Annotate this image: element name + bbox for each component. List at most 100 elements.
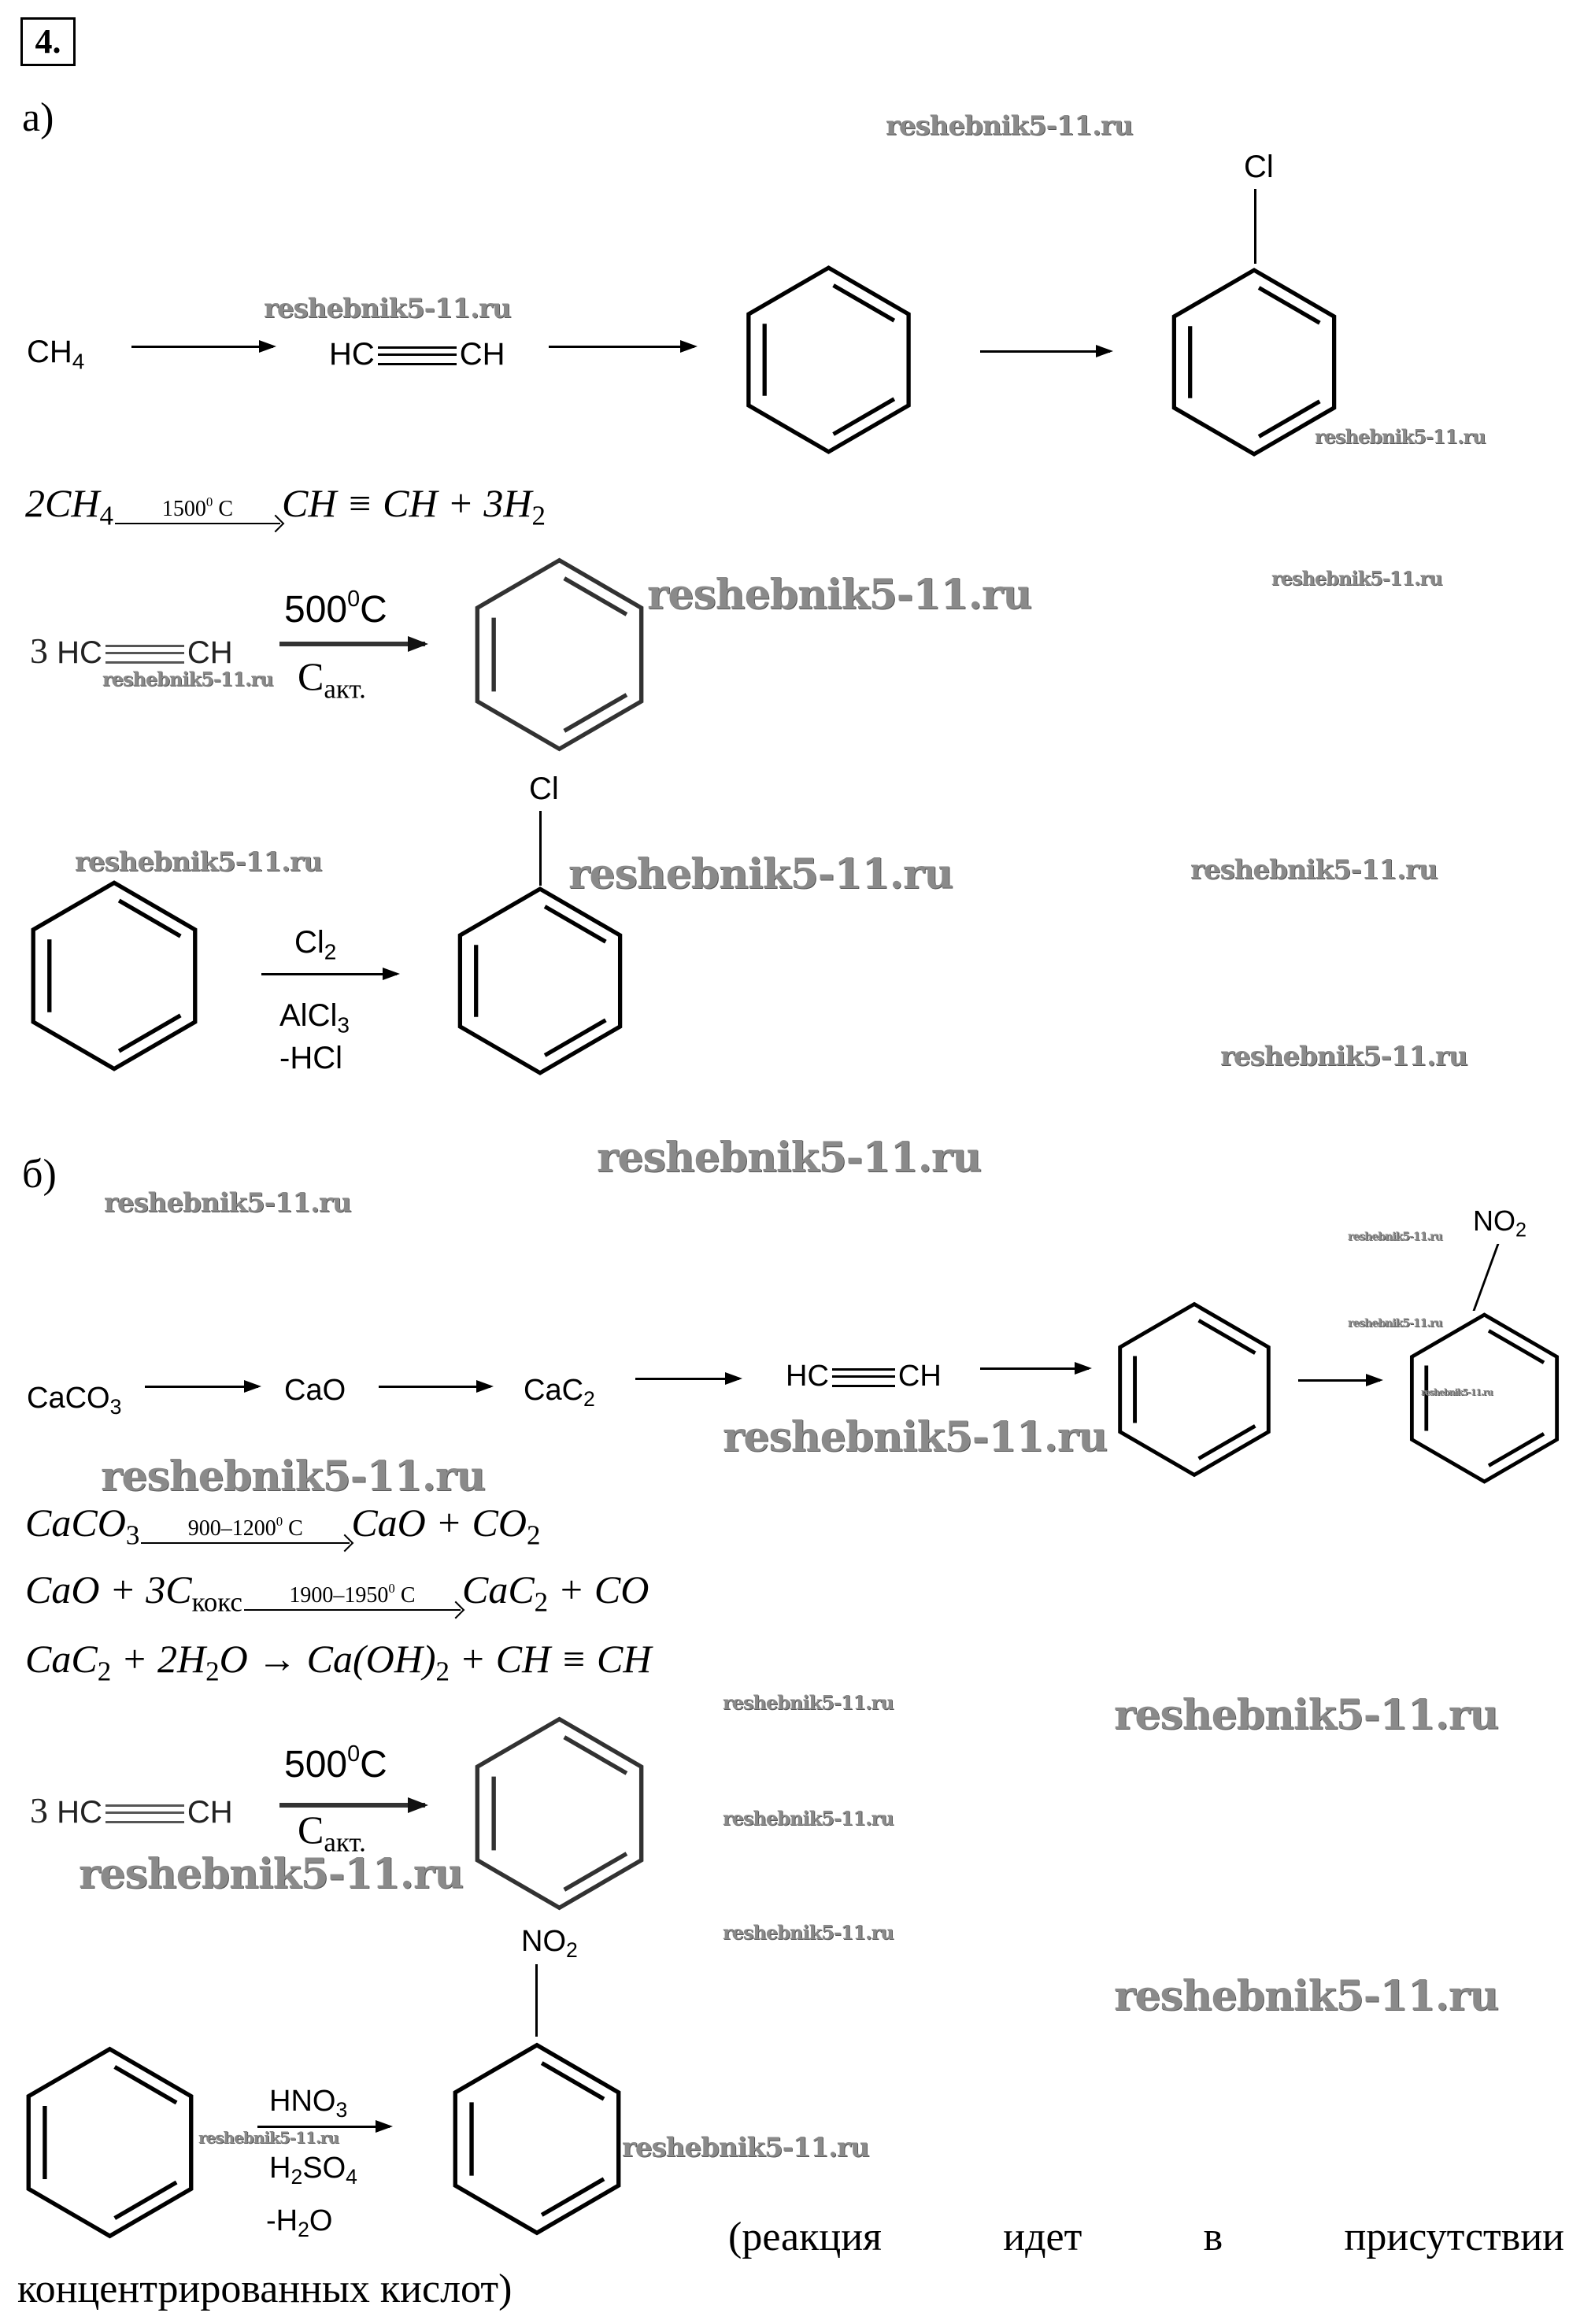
reaction-note-line2: концентрированных кислот) [17, 2267, 513, 2311]
watermark: reshebnik5-11.ru [723, 1691, 894, 1714]
watermark: reshebnik5-11.ru [1114, 1691, 1499, 1739]
watermark: reshebnik5-11.ru [597, 1134, 982, 1182]
coefficient: 3 [30, 1790, 48, 1830]
eq-condition: 1900–19500 C [289, 1581, 416, 1608]
task-number: 4. [20, 17, 76, 66]
ch-label: CH [897, 1360, 942, 1393]
caco3-formula: CaCO3 [27, 1382, 122, 1419]
reaction-arrow [145, 1380, 261, 1393]
eq-condition: 900–12000 C [187, 1514, 303, 1541]
nitro-label: NO2 [521, 1925, 578, 1962]
chlorine-label: Cl [529, 772, 559, 806]
watermark: reshebnik5-11.ru [723, 1921, 894, 1944]
ch-label: CH [187, 1795, 233, 1830]
coefficient: 3 [30, 631, 48, 671]
hc-label: HC [57, 1795, 102, 1830]
watermark: reshebnik5-11.ru [1190, 854, 1438, 886]
watermark: reshebnik5-11.ru [75, 846, 323, 878]
benzene-ring [1114, 1298, 1275, 1481]
equation-hydrolysis: CaC2 + 2H2O → Ca(OH)2 + CH ≡ CH [25, 1636, 651, 1688]
watermark: reshebnik5-11.ru [198, 2128, 339, 2147]
reaction-arrow [261, 968, 400, 980]
nitro-label: NO2 [1473, 1205, 1527, 1242]
watermark: reshebnik5-11.ru [1315, 425, 1486, 448]
reaction-arrow [279, 636, 428, 652]
triple-bond [377, 346, 457, 366]
chlorobenzene-ring [452, 883, 628, 1079]
reaction-arrow [379, 1380, 494, 1393]
condition-temperature: 5000C [284, 587, 387, 631]
byproduct-water: -H2O [266, 2204, 333, 2241]
cao-formula: CaO [284, 1374, 346, 1407]
watermark: reshebnik5-11.ru [79, 1850, 464, 1898]
watermark: reshebnik5-11.ru [886, 110, 1134, 142]
reaction-arrow [279, 1797, 428, 1813]
condition-temperature: 5000C [284, 1741, 387, 1786]
watermark: reshebnik5-11.ru [1348, 1317, 1443, 1330]
triple-bond [105, 1804, 184, 1824]
reaction-arrow [1298, 1374, 1383, 1386]
substituent-bond [1472, 1244, 1500, 1311]
watermark: reshebnik5-11.ru [723, 1413, 1108, 1461]
eq-left: CaO + 3Cкокс [25, 1567, 242, 1618]
watermark: reshebnik5-11.ru [1114, 1972, 1499, 2020]
benzene-ring [22, 2041, 198, 2244]
hc-label: HC [57, 635, 102, 670]
cac2-formula: CaC2 [524, 1374, 595, 1411]
note-word: в [1203, 2215, 1223, 2259]
note-word: (реакция [728, 2215, 882, 2259]
hc-label: HC [329, 337, 375, 372]
hc-label: HC [786, 1360, 829, 1393]
ch-label: CH [459, 337, 505, 372]
catalyst-sulfuric-acid: H2SO4 [269, 2152, 357, 2189]
benzene-ring [740, 261, 917, 458]
benzene-ring [471, 553, 648, 756]
acetylene-formula: HC CH [786, 1360, 942, 1393]
condition-catalyst: Cакт. [298, 1808, 366, 1858]
ch-label: CH [187, 635, 233, 670]
benzene-ring [471, 1712, 648, 1915]
reaction-arrow [257, 2120, 393, 2133]
eq-right: CaC2 + CO [461, 1567, 649, 1618]
watermark: reshebnik5-11.ru [102, 668, 274, 690]
trimerization-reactant: 3 HC CH [30, 630, 233, 672]
reaction-note-line1: (реакция идет в присутствии [728, 2214, 1564, 2260]
equation-carbide: CaO + 3Cкокс 1900–19500 C CaC2 + CO [25, 1567, 649, 1619]
watermark: reshebnik5-11.ru [101, 1452, 486, 1501]
nitrobenzene-ring [1406, 1308, 1563, 1488]
trimerization-reactant: 3 HC CH [30, 1789, 233, 1831]
chlorine-label: Cl [1244, 150, 1274, 184]
note-word: идет [1003, 2215, 1082, 2259]
watermark: reshebnik5-11.ru [104, 1187, 352, 1219]
substituent-bond [1254, 189, 1256, 264]
reagent-nitric-acid: HNO3 [269, 2085, 348, 2122]
byproduct-hcl: -HCl [279, 1041, 342, 1075]
watermark: reshebnik5-11.ru [723, 1807, 894, 1830]
eq-right: CH ≡ CH + 3H2 [281, 481, 546, 531]
watermark: reshebnik5-11.ru [568, 850, 953, 898]
nitrobenzene-ring [449, 2034, 625, 2244]
watermark: reshebnik5-11.ru [1421, 1387, 1493, 1397]
eq-left: 2CH4 [25, 481, 113, 531]
note-word: присутствии [1344, 2215, 1564, 2259]
reaction-arrow [635, 1372, 742, 1385]
condition-catalyst: Cакт. [298, 654, 366, 705]
reaction-arrow [980, 1362, 1092, 1375]
watermark: reshebnik5-11.ru [264, 293, 512, 324]
watermark: reshebnik5-11.ru [622, 2132, 870, 2163]
triple-bond [831, 1367, 895, 1387]
triple-bond [105, 645, 184, 664]
watermark: reshebnik5-11.ru [1271, 567, 1443, 590]
eq-right: CaO + CO2 [351, 1501, 541, 1551]
substituent-bond [535, 1964, 538, 2037]
methane-formula: CH4 [27, 335, 85, 374]
eq-text: CaC2 + 2H2O → Ca(OH)2 + CH ≡ CH [25, 1637, 652, 1687]
reaction-arrow [131, 340, 276, 353]
catalyst-alcl3: AlCl3 [279, 998, 350, 1038]
part-a-label: а) [22, 95, 54, 140]
watermark: reshebnik5-11.ru [1220, 1041, 1468, 1072]
watermark: reshebnik5-11.ru [1348, 1230, 1443, 1243]
reaction-arrow [980, 345, 1113, 357]
